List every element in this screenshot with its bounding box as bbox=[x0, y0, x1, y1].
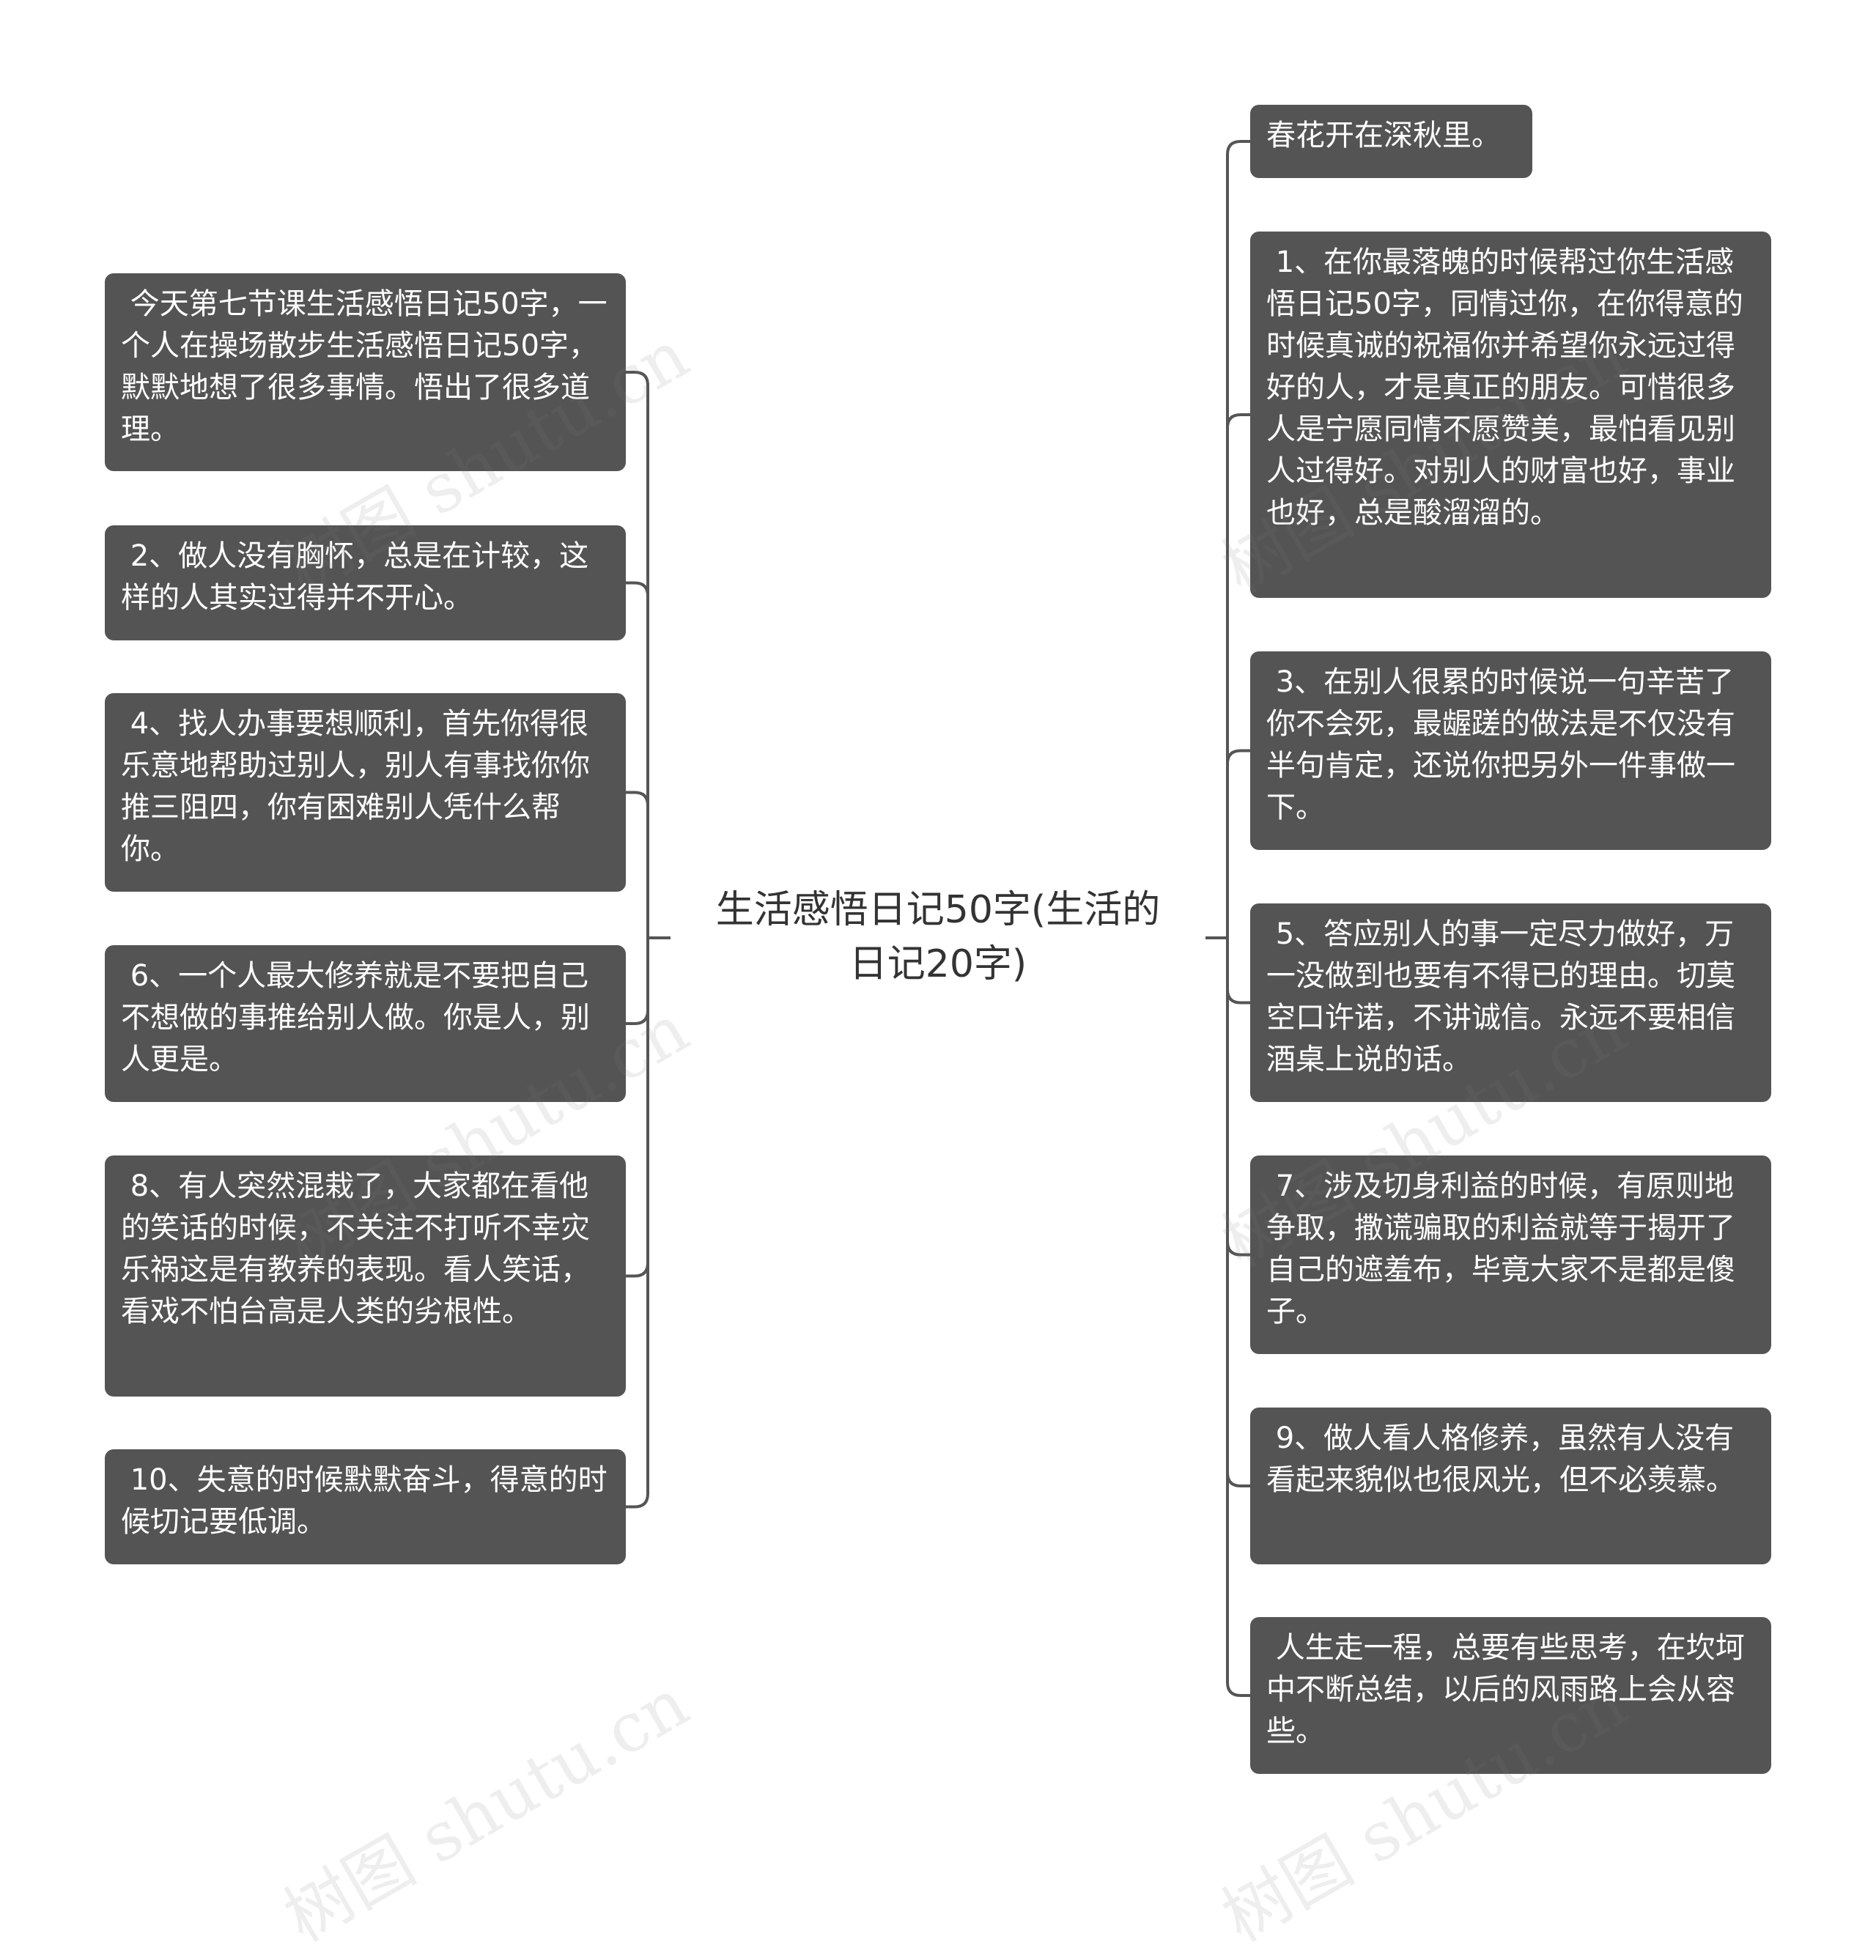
left-topic-3[interactable]: 4、找人办事要想顺利，首先你得很乐意地帮助过别人，别人有事找你你推三阻四，你有困… bbox=[105, 693, 626, 892]
central-topic[interactable]: 生活感悟日记50字(生活的 日记20字) bbox=[715, 888, 1161, 986]
watermark: 树图 shutu.cn bbox=[271, 1663, 701, 1957]
right-branch-line-6 bbox=[1226, 938, 1250, 1487]
right-branch-line-3 bbox=[1226, 749, 1250, 938]
right-topic-2[interactable]: 1、在你最落魄的时候帮过你生活感悟日记50字，同情过你，在你得意的时候真诚的祝福… bbox=[1250, 232, 1771, 598]
right-branch-line-2 bbox=[1226, 413, 1250, 938]
left-branch-line-6 bbox=[626, 938, 649, 1509]
mind-map-canvas: 生活感悟日记50字(生活的 日记20字) 今天第七节课生活感悟日记50字，一个人… bbox=[105, 105, 1771, 1957]
right-topic-3[interactable]: 3、在别人很累的时候说一句辛苦了你不会死，最龌蹉的做法是不仅没有半句肯定，还说你… bbox=[1250, 651, 1771, 850]
left-branch-line-5 bbox=[626, 938, 649, 1278]
left-topic-5[interactable]: 8、有人突然混栽了，大家都在看他的笑话的时候，不关注不打听不幸灾乐祸这是有教养的… bbox=[105, 1155, 626, 1397]
right-topic-7[interactable]: 人生走一程，总要有些思考，在坎坷中不断总结，以后的风雨路上会从容些。 bbox=[1250, 1617, 1771, 1774]
left-topic-2[interactable]: 2、做人没有胸怀，总是在计较，这样的人其实过得并不开心。 bbox=[105, 525, 626, 640]
left-branch-line-2 bbox=[626, 581, 649, 938]
right-branch-line-7 bbox=[1226, 938, 1250, 1697]
left-topic-1[interactable]: 今天第七节课生活感悟日记50字，一个人在操场散步生活感悟日记50字，默默地想了很… bbox=[105, 273, 626, 471]
left-branch-line-4 bbox=[626, 938, 649, 1025]
right-topic-5[interactable]: 7、涉及切身利益的时候，有原则地争取，撒谎骗取的利益就等于揭开了自己的遮羞布，毕… bbox=[1250, 1155, 1771, 1354]
right-branch-line-5 bbox=[1226, 938, 1250, 1257]
left-topic-4[interactable]: 6、一个人最大修养就是不要把自己不想做的事推给别人做。你是人，别人更是。 bbox=[105, 945, 626, 1102]
left-topic-6[interactable]: 10、失意的时候默默奋斗，得意的时候切记要低调。 bbox=[105, 1449, 626, 1564]
right-branch-line-4 bbox=[1226, 938, 1250, 1005]
right-topic-6[interactable]: 9、做人看人格修养，虽然有人没有看起来貌似也很风光，但不必羡慕。 bbox=[1250, 1408, 1771, 1564]
left-branch-line-1 bbox=[626, 371, 649, 938]
right-topic-4[interactable]: 5、答应别人的事一定尽力做好，万一没做到也要有不得已的理由。切莫空口许诺，不讲诚… bbox=[1250, 903, 1771, 1102]
right-topic-1[interactable]: 春花开在深秋里。 bbox=[1250, 105, 1532, 178]
left-branch-line-3 bbox=[626, 791, 649, 938]
right-branch-line-1 bbox=[1226, 140, 1250, 938]
